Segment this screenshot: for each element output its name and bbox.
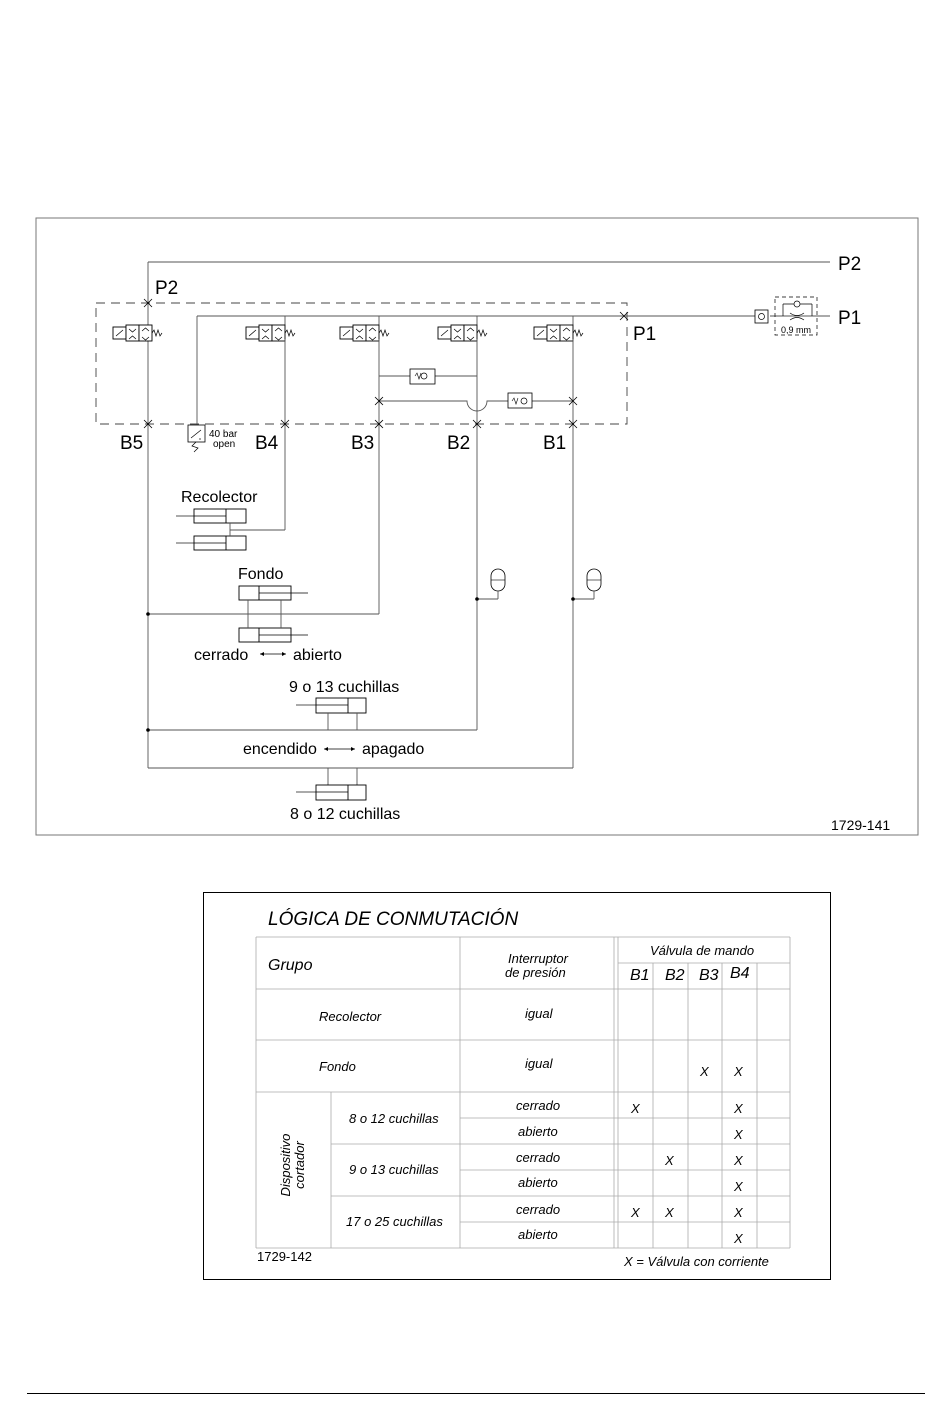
header-col-b3: B3 — [699, 967, 719, 984]
header-valve: Válvula de mando — [650, 943, 755, 958]
header-col-b1: B1 — [630, 967, 650, 984]
row-fondo-group: Fondo — [319, 1059, 356, 1074]
header-switch-line2: de presión — [505, 965, 566, 980]
encendido-label: encendido — [243, 741, 317, 758]
sub-8-12-closed-b1: X — [631, 1101, 640, 1116]
recolector-cylinders — [176, 508, 285, 551]
apagado-label: apagado — [362, 741, 424, 758]
sub-17-25-closed-b1: X — [631, 1205, 640, 1220]
p1-label-manifold: P1 — [633, 324, 656, 345]
orifice-symbol — [774, 296, 818, 336]
logic-table-title: LÓGICA DE CONMUTACIÓN — [268, 909, 519, 930]
header-switch-line1: Interruptor — [508, 951, 568, 966]
p1-label-right: P1 — [838, 308, 861, 329]
port-marks — [143, 298, 629, 429]
cylinder-9-13 — [146, 697, 477, 732]
sub-8-12-open-b4: X — [734, 1127, 743, 1142]
orifice-label: 0,9 mm — [781, 325, 811, 335]
valve-b2 — [437, 324, 488, 342]
p2-label-left: P2 — [155, 278, 178, 299]
fondo-closed-label: cerrado — [194, 647, 248, 664]
cylinder-9-13-label: 9 o 13 cuchillas — [289, 679, 399, 696]
valve-b4 — [245, 324, 296, 342]
row-fondo-switch: igual — [525, 1056, 553, 1071]
logic-table-frame — [203, 892, 831, 1280]
sub-8-12-name: 8 o 12 cuchillas — [349, 1111, 439, 1126]
filter-symbol — [754, 309, 769, 324]
sub-17-25-open-b4: X — [734, 1231, 743, 1246]
valve-b3 — [339, 324, 390, 342]
valve-b5 — [112, 324, 163, 342]
logic-table-grid — [255, 936, 791, 1249]
row-fondo-b3: X — [700, 1064, 709, 1079]
header-col-b4: B4 — [730, 965, 750, 982]
valve-manifold — [95, 302, 628, 425]
encendido-arrow — [324, 747, 355, 751]
sub-17-25-closed: cerrado — [516, 1202, 561, 1217]
recolector-label: Recolector — [181, 489, 258, 506]
schematic-figure-id: 1729-141 — [831, 817, 890, 833]
device-label: Dispositivo cortador — [278, 1125, 309, 1205]
sub-9-13-open-b4: X — [734, 1179, 743, 1194]
p1-line — [196, 315, 830, 425]
fondo-open-label: abierto — [293, 647, 342, 664]
port-label-b5: B5 — [120, 433, 143, 454]
sub-9-13-closed-b2: X — [665, 1153, 674, 1168]
fondo-cylinders — [146, 585, 379, 643]
sub-9-13-open: abierto — [518, 1175, 558, 1190]
port-label-b4: B4 — [255, 433, 279, 454]
fondo-label: Fondo — [238, 566, 283, 583]
table-legend: X = Válvula con corriente — [624, 1254, 769, 1269]
header-col-b2: B2 — [665, 967, 685, 984]
sub-17-25-open: abierto — [518, 1227, 558, 1242]
sub-9-13-closed-b4: X — [734, 1153, 743, 1168]
header-group: Grupo — [268, 957, 313, 974]
page-bottom-rule — [27, 1393, 925, 1394]
pressure-switch-label-1: 40 bar — [209, 429, 238, 440]
sub-8-12-open: abierto — [518, 1124, 558, 1139]
port-lines — [284, 339, 574, 768]
pressure-switch — [187, 424, 206, 453]
port-label-b1: B1 — [543, 433, 566, 454]
port-label-b2: B2 — [447, 433, 470, 454]
sub-8-12-closed: cerrado — [516, 1098, 561, 1113]
sub-17-25-name: 17 o 25 cuchillas — [346, 1214, 443, 1229]
fondo-arrow — [260, 652, 286, 656]
sub-17-25-closed-b4: X — [734, 1205, 743, 1220]
sub-17-25-closed-b2: X — [665, 1205, 674, 1220]
sub-8-12-closed-b4: X — [734, 1101, 743, 1116]
device-label-line2: cortador — [292, 1141, 307, 1189]
p2-label-right: P2 — [838, 254, 861, 275]
check-valve-lower — [379, 392, 573, 412]
schematic-frame — [35, 217, 919, 836]
table-figure-id: 1729-142 — [257, 1249, 312, 1264]
pressure-switch-label-2: open — [213, 439, 235, 450]
sub-9-13-name: 9 o 13 cuchillas — [349, 1162, 439, 1177]
p2-line — [147, 261, 830, 768]
valve-b1 — [533, 324, 584, 342]
cylinder-8-12-label: 8 o 12 cuchillas — [290, 806, 400, 823]
row-fondo-b4: X — [734, 1064, 743, 1079]
cylinder-8-12 — [148, 767, 573, 801]
check-valve-upper — [379, 368, 477, 385]
row-recolector-group: Recolector — [319, 1009, 382, 1024]
port-label-b3: B3 — [351, 433, 374, 454]
accumulator-b2 — [475, 568, 506, 601]
device-label-line1: Dispositivo — [278, 1133, 293, 1197]
row-recolector-switch: igual — [525, 1006, 553, 1021]
sub-9-13-closed: cerrado — [516, 1150, 561, 1165]
accumulator-b1 — [571, 568, 602, 601]
